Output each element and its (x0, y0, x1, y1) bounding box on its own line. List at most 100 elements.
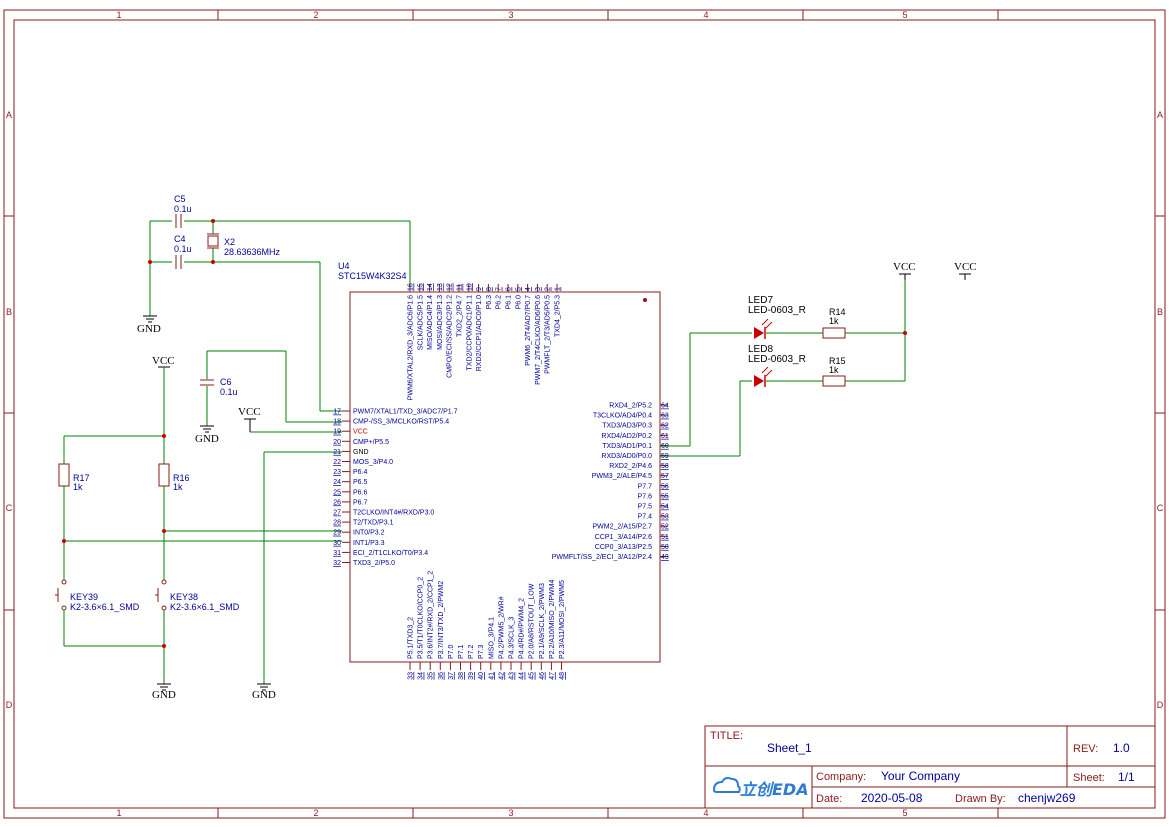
pin-name: CCP1_3/A14/P2.6 (595, 534, 652, 541)
c6-ref: C6 (220, 377, 232, 387)
pin-name: PWM6/XTAL2/RXD_3/ADC6/P1.6 (408, 295, 415, 400)
pin-name: RXD2/CCP1/ADC0/P1.0 (476, 295, 483, 371)
sheet-frame: 1 2 3 4 5 1 2 3 4 5 A B C D A B C D (3, 9, 1166, 819)
gnd-label-crystal: GND (137, 323, 161, 335)
pin-number: 44 (519, 672, 526, 680)
drawn-by-value: chenjw269 (1018, 791, 1076, 805)
pin-name: P7.3 (478, 644, 485, 659)
pin-name: P6.3 (486, 295, 493, 310)
pin-number: 45 (529, 672, 536, 680)
pin-name: P7.5 (638, 504, 653, 511)
pin-name: P6.5 (353, 479, 368, 486)
pin-number: 24 (333, 479, 341, 486)
pin-number: 25 (333, 489, 341, 496)
c5-ref: C5 (174, 194, 186, 204)
pin-number: 54 (661, 504, 669, 511)
pin-name: P6.2 (496, 295, 503, 310)
pins-right: 64RXD4_2/P5.263T3CLKO/AD4/P0.462TXD3/AD3… (552, 403, 669, 562)
row-label-b: B (6, 307, 12, 317)
row-label-b-right: B (1157, 307, 1163, 317)
col-label-1-bottom: 1 (116, 808, 121, 818)
led7-value: LED-0603_R (748, 305, 806, 316)
pin-name: RXD2_2/P4.6 (609, 463, 652, 470)
r14-value: 1k (829, 316, 839, 326)
pin-number: 13 (437, 283, 444, 291)
gnd-symbol-crystal: GND (137, 315, 161, 335)
led8[interactable]: LED8 LED-0603_R (748, 344, 806, 387)
pin-number: 62 (661, 423, 669, 430)
vcc-label-mcu: VCC (238, 406, 261, 418)
pin-number: 4 (525, 287, 532, 291)
pin-name: VCC (353, 429, 368, 436)
vcc-symbol-keys: VCC (152, 355, 175, 368)
pin-number: 50 (661, 544, 669, 551)
pin-number: 57 (661, 473, 669, 480)
switch-key39[interactable]: KEY39 K2-3.6×6.1_SMD (55, 579, 140, 612)
pin-name: PWM6_2/T4/AD7/P0.7 (525, 295, 532, 366)
pin-name: P4.4/RD#/PWM4_2 (519, 598, 526, 659)
r15-ref: R15 (829, 356, 846, 366)
pin-number: 28 (333, 520, 341, 527)
pin-name: P7.1 (458, 644, 465, 659)
x2-ref: X2 (224, 237, 235, 247)
pin-number: 3 (535, 287, 542, 291)
pin-number: 48 (559, 672, 566, 680)
pin-number: 30 (333, 540, 341, 547)
pin-name: PWMFLT_2/T3/AD5/P0.5 (545, 295, 552, 374)
r16-value: 1k (173, 482, 183, 492)
crystal-circuit: C5 0.1u C4 0.1u X2 28.63636MHz GND (137, 194, 411, 412)
key38-value: K2-3.6×6.1_SMD (170, 602, 240, 612)
pin-name: PWM3_2/ALE/P4.5 (592, 473, 652, 480)
crystal-x2[interactable]: X2 28.63636MHz (207, 233, 281, 257)
capacitor-c5[interactable]: C5 0.1u (174, 194, 192, 228)
pin-name: ECI_2/T1CLKO/T0/P3.4 (353, 550, 428, 557)
pins-bottom: 33P5.1/TXD3_234P3.5/T1/T0CLKO/CCP0_235P3… (408, 571, 567, 680)
pin-number: 11 (457, 284, 464, 291)
r14-ref: R14 (829, 307, 846, 317)
pin-number: 38 (458, 672, 465, 680)
gnd-symbol-mcu: GND (252, 683, 276, 701)
u4-value: STC15W4K32S4 (338, 271, 407, 281)
pin-number: 37 (448, 672, 455, 680)
pin-name: TXD3/AD3/P0.3 (602, 423, 652, 430)
u4-ref: U4 (338, 261, 350, 271)
pin-number: 51 (661, 534, 669, 541)
pin-name: P2.0/A8/RSTOUT_LOW (529, 583, 536, 659)
pin-number: 61 (661, 433, 669, 440)
pins-top: 16PWM6/XTAL2/RXD_3/ADC6/P1.615SCLK/ADC5/… (408, 283, 562, 400)
pin-number: 40 (478, 672, 485, 680)
pin-number: 27 (333, 510, 341, 517)
pin-number: 19 (333, 429, 341, 436)
c5-value: 0.1u (174, 204, 192, 214)
pin-name: TXD4_2/P5.3 (555, 295, 562, 337)
pin-name: P2.2/A10/MISO_2/PWM4 (549, 580, 556, 659)
pin-number: 64 (661, 403, 669, 410)
capacitor-c6[interactable]: C6 0.1u (200, 377, 238, 397)
pin-number: 52 (661, 524, 669, 531)
pin-name: PWM7_2/T4CLKO/AD6/P0.6 (535, 295, 542, 385)
pin-name: P4.3/SCLK_3 (509, 616, 516, 659)
pin-number: 34 (418, 672, 425, 680)
logo-text: 立创EDA (740, 780, 809, 799)
col-label-4: 4 (703, 10, 708, 20)
pin-name: RXD3/AD0/P0.0 (601, 453, 652, 460)
pin-number: 9 (476, 287, 483, 291)
pin-name: MOSI/ADC3/P1.3 (437, 295, 444, 350)
pin-number: 22 (333, 459, 341, 466)
vcc-symbol-led: VCC (893, 261, 916, 280)
resistor-r15[interactable]: R15 1k (822, 356, 846, 387)
switch-key38[interactable]: KEY38 K2-3.6×6.1_SMD (155, 579, 240, 612)
led7[interactable]: LED7 LED-0603_R (748, 295, 806, 339)
pin-name: P7.4 (638, 514, 653, 521)
pin-number: 12 (447, 283, 454, 291)
pin-name: P6.4 (353, 469, 368, 476)
resistor-r14[interactable]: R14 1k (822, 307, 846, 339)
pin-number: 10 (466, 283, 473, 291)
capacitor-c4[interactable]: C4 0.1u (174, 234, 192, 269)
vcc-symbol-spare: VCC (954, 261, 977, 280)
pin-name: TXD2/CCP0/ADC1/P1.1 (466, 295, 473, 371)
r15-value: 1k (829, 365, 839, 375)
